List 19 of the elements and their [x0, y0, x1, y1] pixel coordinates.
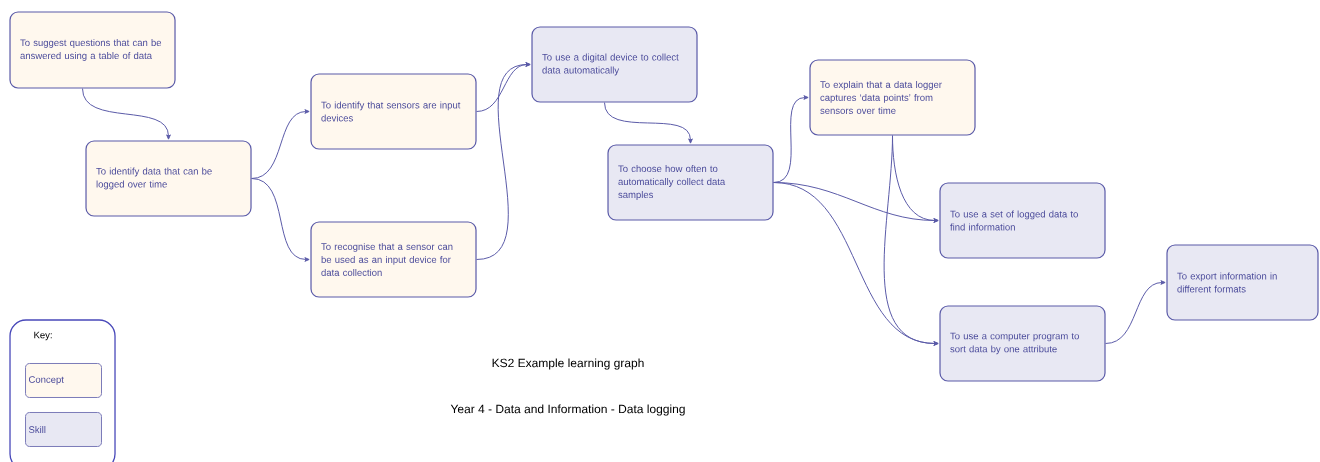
diagram-caption: Year 4 - Data and Information - Data logging: [450, 404, 685, 416]
skill-box: To use a computer program to sort data by one attribute: [939, 305, 1106, 382]
diagram-title: KS2 Example learning graph: [492, 358, 644, 370]
concept-box: To explain that a data logger captures ‘data points’ from sensors over time: [809, 59, 976, 136]
skill-box: To use a set of logged data to find information: [939, 182, 1106, 259]
skill-box: To use a digital device to collect data automatically: [531, 26, 698, 103]
arrow: [476, 62, 531, 260]
concept-box: To identify data that can be logged over time: [85, 140, 252, 217]
concept-box: To suggest questions that can be answered using a table of data: [9, 11, 176, 89]
concept-box: To recognise that a sensor can be used as an input device for data collection: [310, 221, 477, 298]
arrow: [604, 102, 693, 144]
arrow: [82, 88, 171, 140]
concept-box: To identify that sensors are input devices: [310, 73, 477, 150]
legend-title: Key:: [34, 331, 52, 341]
arrow: [1105, 280, 1166, 344]
skill-box: To export information in different formats: [1166, 244, 1319, 321]
arrow: [883, 135, 939, 346]
skill-box: To choose how often to automatically collect data samples: [607, 144, 774, 221]
arrow: [251, 178, 310, 262]
